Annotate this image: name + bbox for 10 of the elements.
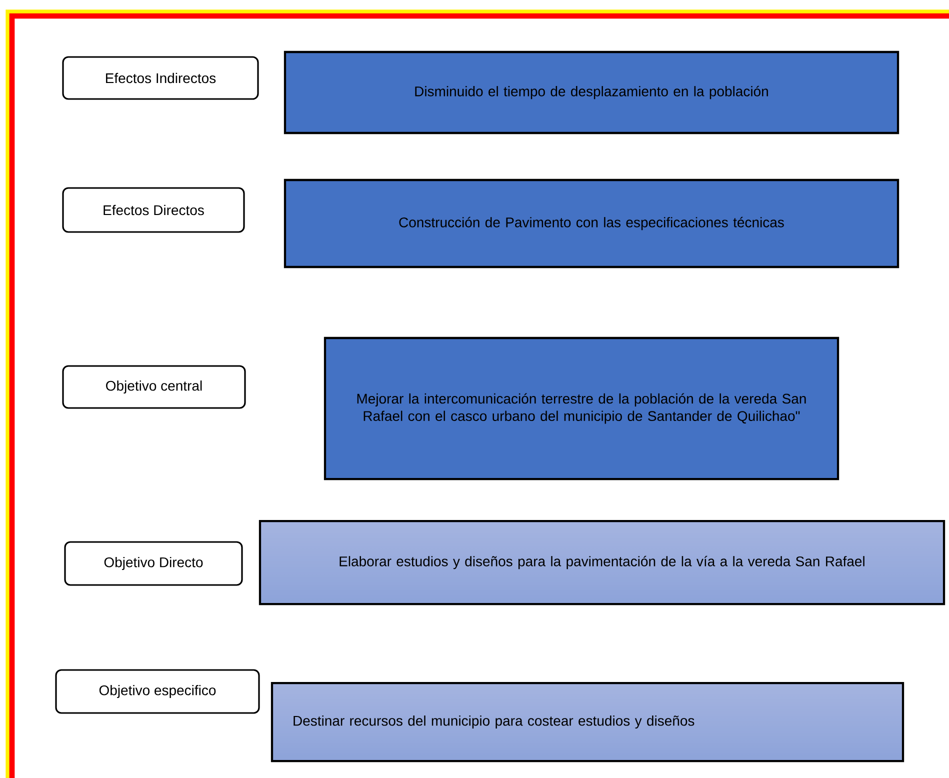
- label-box: Objetivo Directo: [64, 541, 243, 586]
- process-box: Elaborar estudios y diseños para la pavimentación de la vía a la vereda San Rafael: [258, 520, 946, 606]
- label-box: Efectos Directos: [62, 187, 245, 233]
- process-box: Disminuido el tiempo de desplazamiento en la población: [284, 50, 900, 134]
- label-box: Objetivo especifico: [55, 669, 260, 714]
- label-box: Objetivo central: [62, 365, 246, 409]
- process-box: Construcción de Pavimento con las especificaciones técnicas: [284, 178, 900, 268]
- label-box: Efectos Indirectos: [62, 56, 259, 100]
- process-box: Mejorar la intercomunicación terrestre de la población de la vereda San Rafael con el casco urbano del municipio de Santander de Quilichao": [324, 336, 840, 480]
- process-box: Destinar recursos del municipio para costear estudios y diseños: [270, 682, 904, 762]
